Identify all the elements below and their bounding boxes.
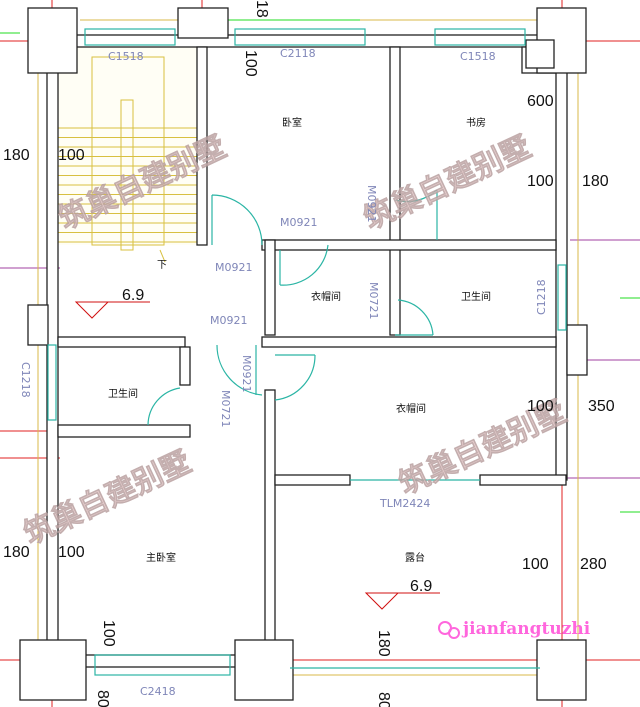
walls <box>46 34 568 668</box>
svg-text:100: 100 <box>527 173 554 190</box>
svg-text:M0921: M0921 <box>240 355 253 393</box>
svg-text:C1518: C1518 <box>460 50 496 63</box>
svg-text:100: 100 <box>100 620 117 647</box>
room-closet-lower: 衣帽间 <box>396 402 426 415</box>
svg-text:筑巢自建别墅: 筑巢自建别墅 <box>359 129 537 237</box>
svg-text:M0921: M0921 <box>365 185 378 223</box>
svg-text:280: 280 <box>580 556 607 573</box>
svg-text:M0921: M0921 <box>280 216 318 229</box>
svg-text:jianfangtuzhi: jianfangtuzhi <box>461 619 591 639</box>
elevation-terrace: 6.9 <box>410 578 432 595</box>
wechat-logo: jianfangtuzhi <box>438 619 591 639</box>
svg-text:M0721: M0721 <box>367 282 380 320</box>
svg-text:100: 100 <box>58 147 85 164</box>
elevation-landing: 6.9 <box>122 287 144 304</box>
svg-text:180: 180 <box>3 544 30 561</box>
svg-text:600: 600 <box>527 93 554 110</box>
svg-text:100: 100 <box>58 544 85 561</box>
svg-text:100: 100 <box>522 556 549 573</box>
room-bath-upper: 卫生间 <box>461 290 491 303</box>
svg-text:80: 80 <box>94 690 111 707</box>
room-study: 书房 <box>466 116 486 129</box>
svg-text:C1518: C1518 <box>108 50 144 63</box>
svg-text:180: 180 <box>582 173 609 190</box>
room-master-bedroom: 主卧室 <box>146 551 176 564</box>
room-labels: 卧室 书房 衣帽间 卫生间 卫生间 衣帽间 主卧室 露台 下 <box>108 116 491 564</box>
svg-text:180: 180 <box>375 630 392 657</box>
openings <box>47 28 567 676</box>
staircase <box>58 47 197 263</box>
columns <box>19 7 588 701</box>
room-bedroom: 卧室 <box>282 116 302 129</box>
stair-down-label: 下 <box>157 260 167 271</box>
svg-text:80: 80 <box>375 692 392 707</box>
room-terrace: 露台 <box>405 551 425 564</box>
opening-codes: C1518 C2118 C1518 M0921 M0921 M0921 M092… <box>19 47 548 698</box>
svg-text:C1218: C1218 <box>19 362 32 398</box>
dimension-labels: 18 100 600 180 100 100 180 100 350 180 1… <box>3 0 615 707</box>
svg-text:C1218: C1218 <box>535 279 548 315</box>
elevation-marks <box>74 301 440 610</box>
svg-text:筑巢自建别墅: 筑巢自建别墅 <box>19 444 197 552</box>
svg-text:180: 180 <box>3 147 30 164</box>
svg-text:M0921: M0921 <box>210 314 248 327</box>
room-bath-lower: 卫生间 <box>108 387 138 400</box>
svg-text:C2118: C2118 <box>280 47 316 60</box>
room-closet-upper: 衣帽间 <box>311 290 341 303</box>
svg-text:M0721: M0721 <box>219 390 232 428</box>
svg-text:C2418: C2418 <box>140 685 176 698</box>
svg-text:18: 18 <box>253 0 270 18</box>
svg-text:TLM2424: TLM2424 <box>379 497 430 510</box>
svg-text:100: 100 <box>242 50 259 77</box>
svg-text:M0921: M0921 <box>215 261 253 274</box>
svg-text:350: 350 <box>588 398 615 415</box>
svg-text:100: 100 <box>527 398 554 415</box>
